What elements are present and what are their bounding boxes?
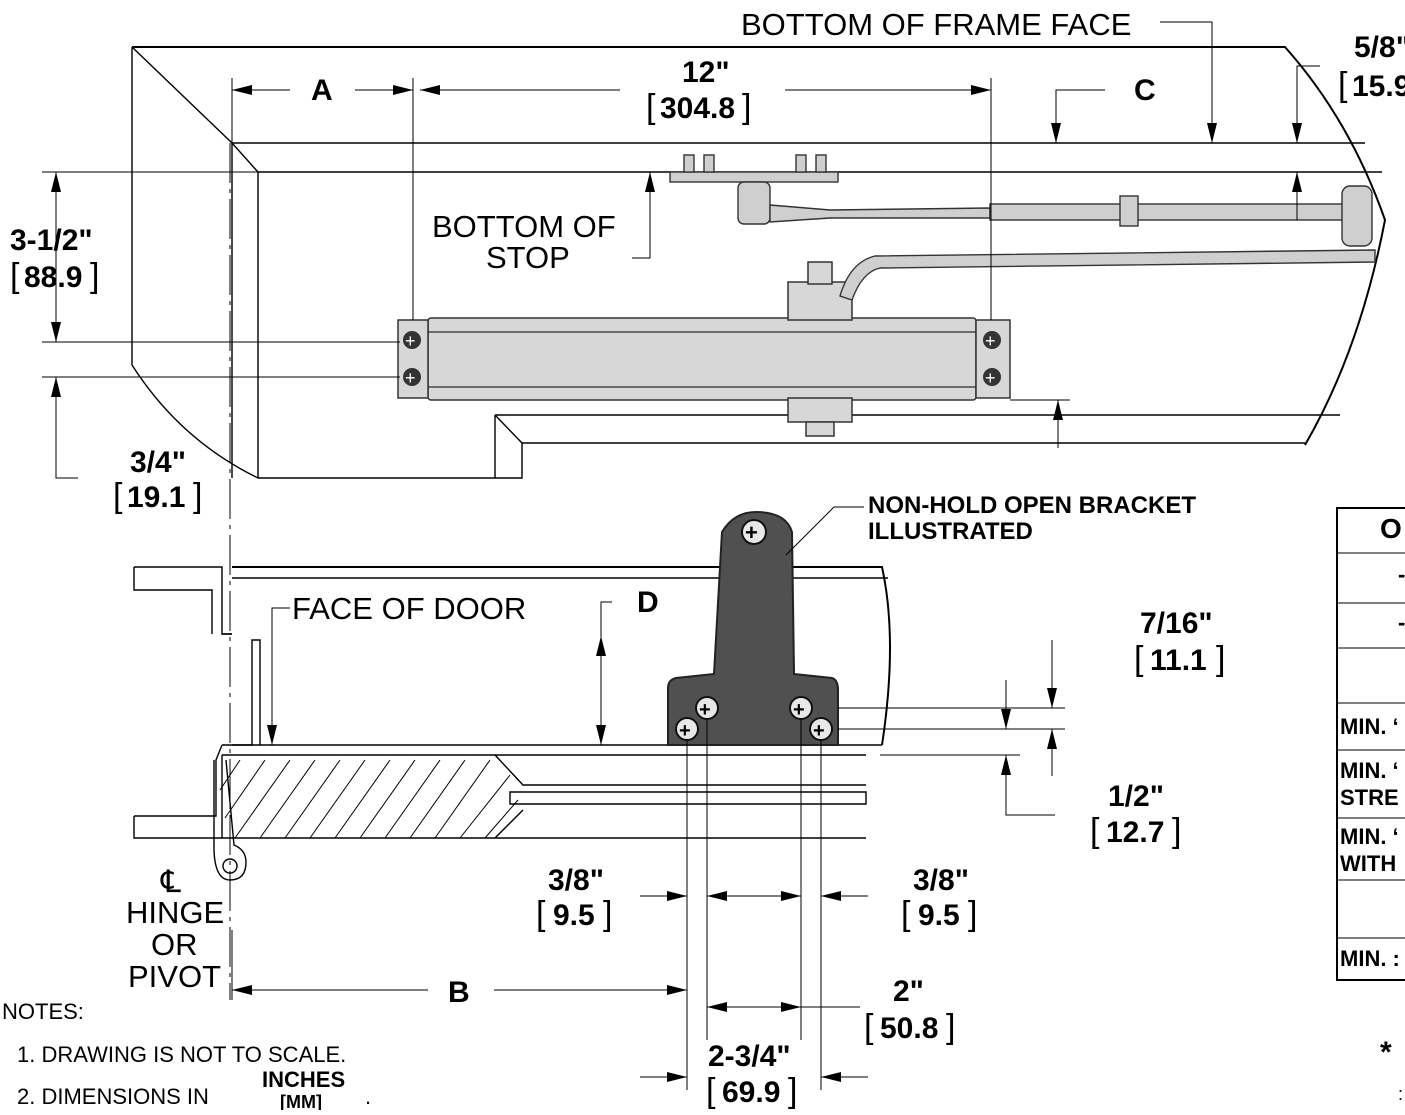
table-row-6b: WITH — [1340, 851, 1396, 876]
dim-38-left-in: 3/8" — [548, 864, 604, 897]
note-2-unit-inches: INCHES — [262, 1067, 345, 1092]
footnote-asterisk: * — [1380, 1036, 1392, 1069]
dim-12b-in: 1/2" — [1108, 780, 1164, 813]
svg-text:[: [ — [113, 477, 123, 515]
svg-text:]: ] — [742, 88, 751, 126]
dim-38-right-in: 3/8" — [913, 864, 969, 897]
svg-text:+: + — [405, 331, 416, 351]
svg-text:]: ] — [788, 1072, 797, 1110]
table-row-8: MIN. : — [1340, 946, 1400, 971]
svg-text:[: [ — [1134, 640, 1144, 678]
dim-34-mm: 19.1 — [127, 481, 185, 514]
bottom-dim-lines — [231, 506, 1065, 1090]
dim-12-in: 12" — [682, 56, 730, 89]
dim-312-in: 3-1/2" — [10, 224, 93, 257]
note-2-end: . — [365, 1084, 371, 1109]
hinge-centerline-symbol: ℄ — [160, 864, 181, 899]
table-row-4: MIN. ‘ — [1340, 714, 1399, 739]
hinge-label: HINGE — [126, 895, 224, 930]
svg-text:+: + — [813, 720, 825, 742]
svg-text:]: ] — [946, 1008, 955, 1046]
dim-58-in: 5/8" — [1354, 31, 1405, 64]
door-hatching — [219, 759, 519, 839]
svg-text:]: ] — [90, 257, 99, 295]
pivot-label: PIVOT — [128, 959, 221, 994]
non-hold-label-2: ILLUSTRATED — [868, 518, 1033, 545]
door-closer-body: + + + + — [397, 261, 1011, 437]
dim-34-in: 3/4" — [130, 446, 186, 479]
svg-text:]: ] — [603, 895, 612, 933]
svg-text:+: + — [699, 699, 711, 721]
bottom-of-stop-label-2: STOP — [486, 240, 570, 275]
notes-heading: NOTES: — [2, 999, 84, 1024]
svg-text:]: ] — [968, 895, 977, 933]
frame-outline — [131, 46, 1387, 479]
dim-234-mm: 69.9 — [722, 1076, 780, 1109]
table-row-5a: MIN. ‘ — [1340, 758, 1399, 783]
note-2-unit-mm: [MM] — [280, 1092, 322, 1110]
svg-text:+: + — [405, 368, 416, 388]
hinge-or-label: OR — [151, 927, 198, 962]
dim-38-right-mm: 9.5 — [918, 899, 960, 932]
dim-716-mm: 11.1 — [1150, 644, 1207, 677]
dim-letter-d: D — [637, 586, 659, 619]
svg-text:+: + — [793, 699, 805, 721]
table-row-6a: MIN. ‘ — [1340, 824, 1399, 849]
note-2: 2. DIMENSIONS IN — [17, 1084, 209, 1109]
non-hold-label-1: NON-HOLD OPEN BRACKET — [868, 492, 1196, 519]
bottom-of-stop-label-1: BOTTOM OF — [432, 209, 616, 244]
dim-letter-c: C — [1134, 74, 1156, 107]
dim-12b-mm: 12.7 — [1106, 816, 1164, 849]
dim-2-in: 2" — [893, 975, 924, 1008]
svg-text:]: ] — [193, 477, 202, 515]
top-dim-lines — [42, 21, 1320, 1000]
svg-text:]: ] — [1216, 640, 1225, 678]
dim-12-mm: 304.8 — [660, 92, 735, 125]
svg-text:[: [ — [864, 1008, 874, 1046]
svg-text:[: [ — [706, 1072, 716, 1110]
dim-716-in: 7/16" — [1140, 607, 1213, 640]
closer-arm — [669, 154, 1376, 301]
dim-letter-b: B — [448, 976, 470, 1009]
note-1: 1. DRAWING IS NOT TO SCALE. — [17, 1042, 346, 1067]
svg-text:[: [ — [1090, 812, 1100, 850]
spec-table-fragment: O - - MIN. ‘ MIN. ‘ STRE MIN. ‘ WITH MIN… — [1336, 507, 1405, 981]
dim-234-in: 2-3/4" — [708, 1040, 791, 1073]
bottom-frame-face-label: BOTTOM OF FRAME FACE — [741, 7, 1131, 42]
svg-text:]: ] — [1172, 812, 1181, 850]
dim-312-mm: 88.9 — [24, 261, 82, 294]
svg-text:+: + — [985, 368, 996, 388]
svg-text:[: [ — [646, 88, 656, 126]
dim-58-mm: 15.9 — [1352, 70, 1405, 103]
dim-38-left-mm: 9.5 — [553, 899, 595, 932]
non-hold-open-bracket: + + + + + — [667, 510, 839, 746]
svg-text:[: [ — [10, 257, 20, 295]
table-row-2: - — [1398, 610, 1405, 635]
svg-text:+: + — [985, 331, 996, 351]
svg-text:[: [ — [1338, 66, 1348, 104]
svg-text:[: [ — [536, 895, 546, 933]
dim-letter-a: A — [311, 74, 333, 107]
svg-text:+: + — [679, 720, 691, 742]
table-header: O — [1380, 513, 1402, 544]
table-row-1: - — [1398, 562, 1405, 587]
footnote-tail: : — [1398, 1084, 1403, 1104]
svg-text:+: + — [745, 520, 758, 545]
svg-text:[: [ — [901, 895, 911, 933]
face-of-door-label: FACE OF DOOR — [292, 591, 526, 626]
table-row-5b: STRE — [1340, 785, 1399, 810]
dim-2-mm: 50.8 — [880, 1012, 938, 1045]
